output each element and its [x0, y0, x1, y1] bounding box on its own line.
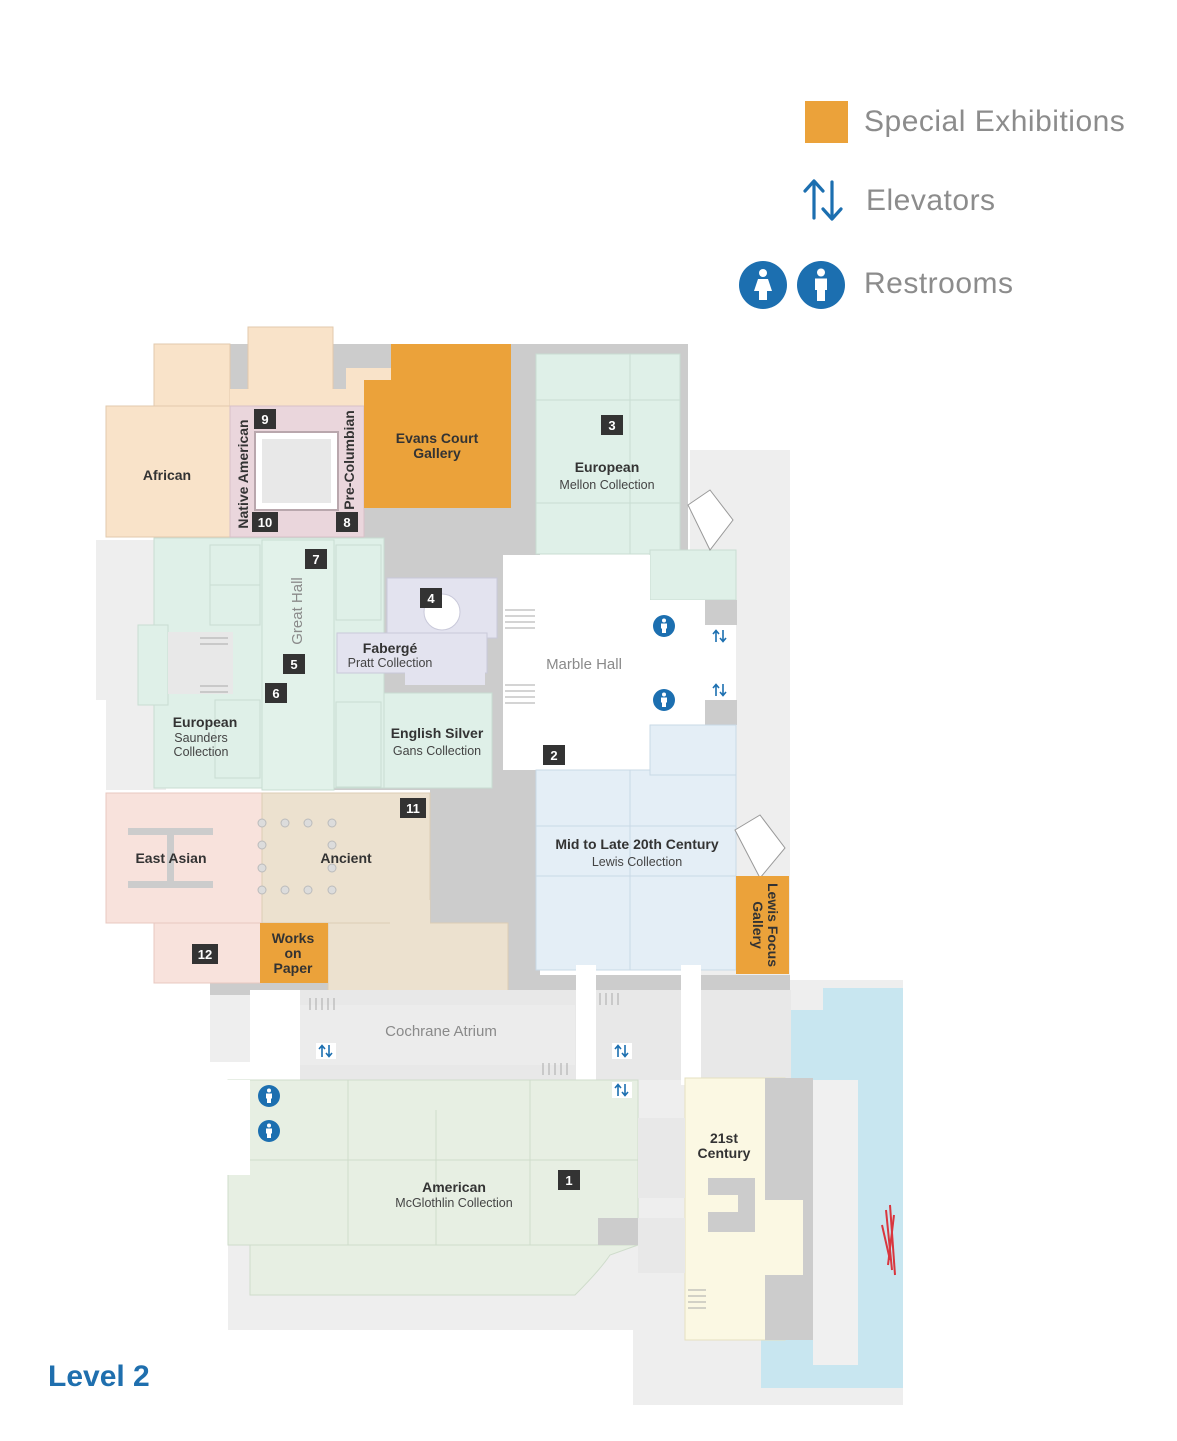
label-saunders-2: Collection: [174, 745, 229, 759]
gallery-east-asian: [105, 792, 263, 984]
special-exhibitions-swatch: [805, 101, 848, 143]
gallery-european-mellon: [535, 353, 737, 601]
level-title: Level 2: [48, 1360, 150, 1393]
label-evans-court-2: Gallery: [413, 445, 461, 461]
svg-text:11: 11: [406, 801, 420, 816]
svg-text:3: 3: [608, 418, 615, 433]
marker-3: 3: [601, 415, 623, 435]
marker-11: 11: [400, 798, 426, 818]
label-faberge: Fabergé: [363, 640, 418, 656]
marker-4: 4: [420, 588, 442, 608]
restroom-men-icon: [797, 261, 845, 309]
svg-text:9: 9: [261, 412, 268, 427]
marker-5: 5: [283, 654, 305, 674]
gallery-evans-court: [391, 344, 511, 508]
label-european-mellon: European: [575, 459, 640, 475]
label-evans-court-1: Evans Court: [396, 430, 479, 446]
gallery-works-on-paper: [260, 923, 328, 983]
label-pre-columbian: Pre-Columbian: [341, 410, 357, 510]
svg-text:4: 4: [427, 591, 435, 606]
marker-6: 6: [265, 683, 287, 703]
marker-10: 10: [252, 512, 278, 532]
label-mid-late-20th: Mid to Late 20th Century: [555, 836, 719, 852]
marker-9: 9: [254, 409, 276, 429]
marker-1: 1: [558, 1170, 580, 1190]
svg-text:5: 5: [290, 657, 297, 672]
label-gans-collection: Gans Collection: [393, 744, 481, 758]
label-ancient: Ancient: [320, 850, 372, 866]
label-east-asian: East Asian: [135, 850, 206, 866]
label-great-hall: Great Hall: [289, 577, 306, 645]
gallery-mid-late-20th: [535, 724, 786, 971]
svg-text:10: 10: [258, 515, 272, 530]
gallery-number-markers: 1 2 3 4 5 6 7 8 9 10 11 12: [192, 409, 623, 1190]
label-works: Works: [272, 930, 315, 946]
svg-text:8: 8: [343, 515, 350, 530]
svg-text:2: 2: [550, 748, 557, 763]
legend-special-exhibitions: Special Exhibitions: [864, 105, 1126, 138]
sculpture-icon: [881, 1204, 896, 1276]
gallery-labels: African Native American Pre-Columbian Ev…: [135, 410, 781, 1210]
stairs: [200, 609, 706, 1309]
marker-8: 8: [336, 512, 358, 532]
restroom-women-icon: [739, 261, 787, 309]
gallery-american: [210, 1079, 639, 1296]
cochrane-atrium: [210, 965, 791, 1085]
label-native-american: Native American: [235, 419, 251, 528]
legend-restrooms: Restrooms: [864, 267, 1014, 300]
gallery-ancient: [257, 792, 509, 996]
label-lewis-focus-1: Lewis Focus: [765, 883, 781, 967]
label-mellon-collection: Mellon Collection: [559, 478, 654, 492]
marble-hall: [503, 555, 650, 770]
gallery-english-silver: [383, 692, 493, 789]
label-american: American: [422, 1179, 486, 1195]
label-21st: 21st: [710, 1130, 738, 1146]
marker-2: 2: [543, 745, 565, 765]
label-european-saunders: European: [173, 714, 238, 730]
svg-text:1: 1: [565, 1173, 572, 1188]
gallery-lewis-focus: [736, 876, 789, 974]
label-paper: Paper: [274, 960, 313, 976]
svg-text:7: 7: [312, 552, 319, 567]
label-african: African: [143, 467, 191, 483]
label-on: on: [284, 945, 301, 961]
label-cochrane-atrium: Cochrane Atrium: [385, 1023, 497, 1040]
label-lewis-focus-2: Gallery: [750, 901, 766, 949]
label-saunders-1: Saunders: [174, 731, 228, 745]
label-lewis-collection: Lewis Collection: [592, 855, 682, 869]
gallery-21st-century: [638, 1077, 813, 1341]
label-marble-hall: Marble Hall: [546, 656, 622, 673]
marker-12: 12: [192, 944, 218, 964]
marker-7: 7: [305, 549, 327, 569]
legend-elevators: Elevators: [866, 184, 996, 217]
label-pratt-collection: Pratt Collection: [348, 656, 433, 670]
svg-text:12: 12: [198, 947, 212, 962]
elevator-arrows-icon: [803, 179, 843, 221]
pool-walkway: [813, 1080, 858, 1365]
label-mcglothlin-collection: McGlothlin Collection: [395, 1196, 512, 1210]
label-english-silver: English Silver: [391, 725, 484, 741]
label-century: Century: [698, 1145, 751, 1161]
svg-text:6: 6: [272, 686, 279, 701]
